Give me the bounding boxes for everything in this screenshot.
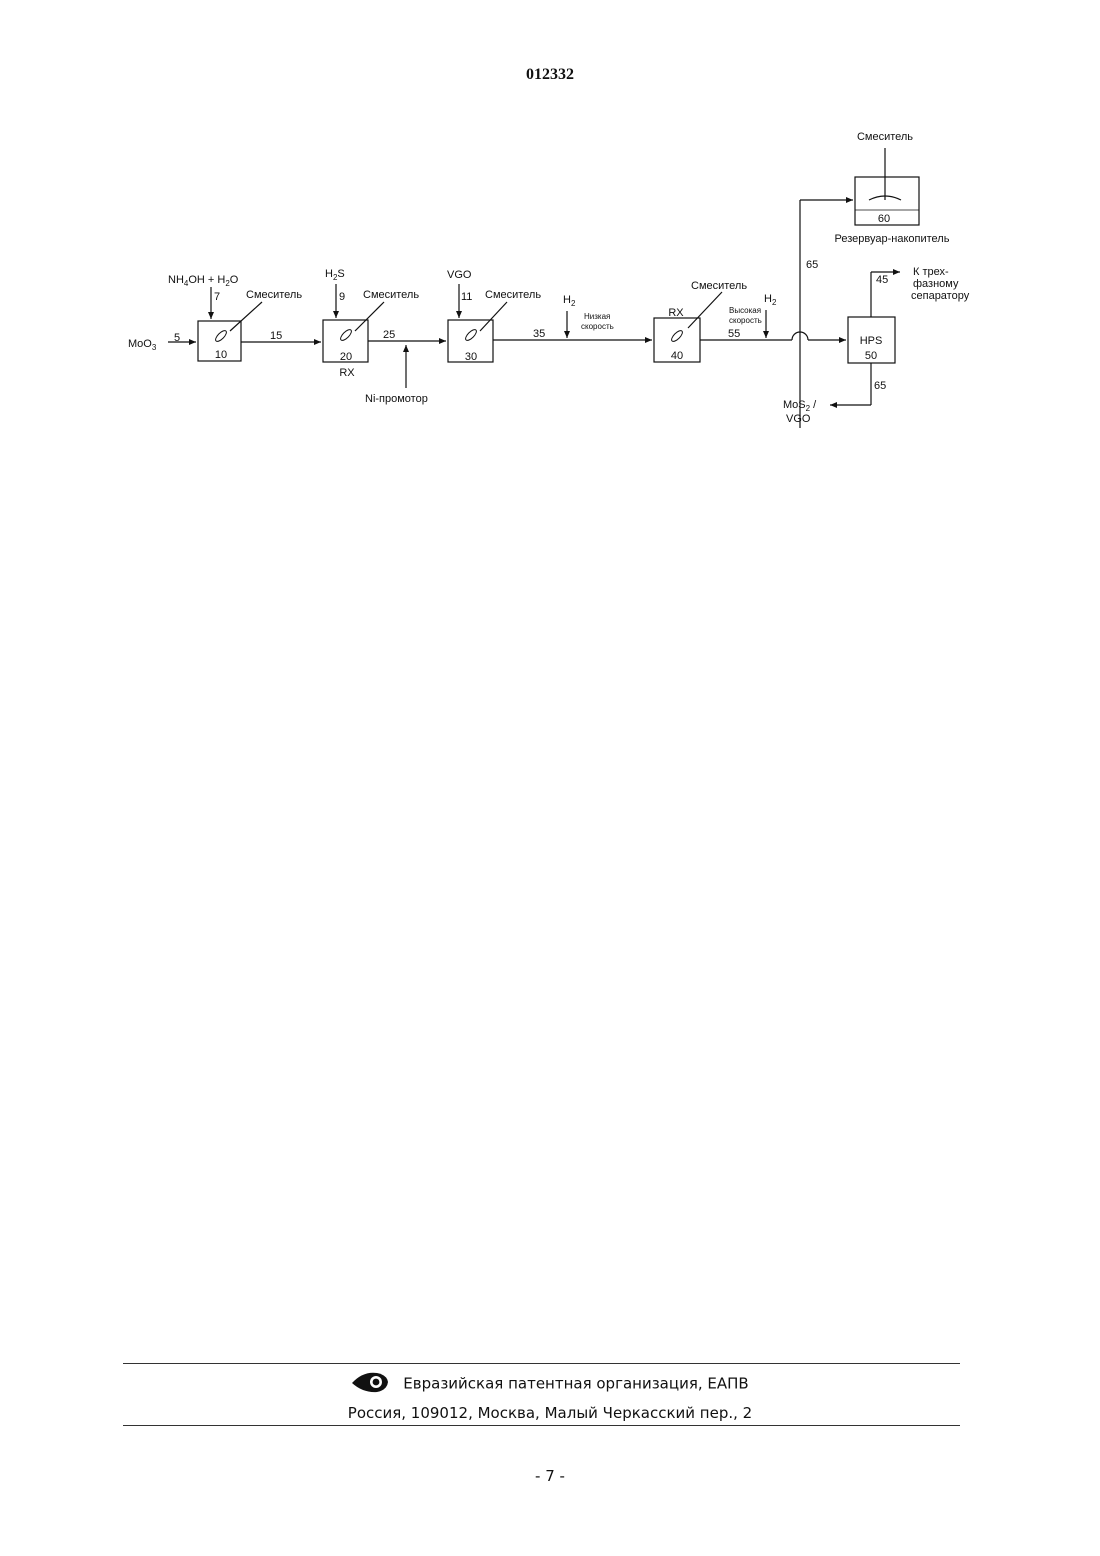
mixer-unit-30: 30 (448, 320, 493, 363)
stream-55: 55 (728, 328, 740, 340)
stream-15: 15 (270, 330, 282, 342)
rx-label-20: RX (339, 367, 355, 379)
h2-high-label: H2 (764, 293, 777, 307)
stream-25: 25 (383, 329, 395, 341)
impeller-icon (670, 329, 684, 343)
hps-label: HPS (860, 335, 883, 347)
reactor-unit-40: RX 40 (654, 307, 700, 362)
stream-11: 11 (461, 291, 472, 303)
impeller-icon (339, 328, 353, 342)
high-speed-label-2: скорость (729, 316, 762, 325)
mixer-label-30: Смеситель (485, 289, 541, 301)
vgo-input-label: VGO (447, 269, 472, 281)
mixer-label-60: Смеситель (857, 131, 913, 143)
page-number: - 7 - (0, 1467, 1100, 1485)
high-speed-label-1: Высокая (729, 306, 761, 315)
stream-35: 35 (533, 328, 545, 340)
process-flow-diagram: 10 20 RX 30 RX 40 HPS 50 60 (0, 110, 1100, 450)
document-number: 012332 (0, 66, 1100, 84)
mixer-label-20: Смеситель (363, 289, 419, 301)
impeller-icon (464, 328, 478, 342)
unit-number-60: 60 (878, 213, 890, 225)
stream-7: 7 (214, 291, 220, 303)
rx-label-40: RX (668, 307, 684, 319)
separator-label-2: фазному (913, 278, 959, 290)
unit-number-40: 40 (671, 350, 683, 362)
low-speed-label-1: Низкая (584, 312, 610, 321)
h2-low-label: H2 (563, 294, 576, 308)
mixer-label-10: Смеситель (246, 289, 302, 301)
footer-bottom-rule (123, 1425, 960, 1426)
unit-number-30: 30 (465, 351, 477, 363)
separator-label-3: сепаратору (911, 290, 970, 302)
vgo-output-label: VGO (786, 413, 811, 425)
organization-name: Евразийская патентная организация, ЕАПВ (403, 1375, 748, 1393)
mos2-vgo-label: MoS2 / (783, 399, 817, 413)
storage-tank-60: 60 Смеситель Резервуар-накопитель (835, 131, 950, 245)
unit-number-50: 50 (865, 350, 877, 362)
stream-45: 45 (876, 274, 888, 286)
separator-label-1: К трех- (913, 266, 949, 278)
reactor-unit-20: 20 RX (323, 320, 368, 379)
mixer-label-40: Смеситель (691, 280, 747, 292)
tank-label: Резервуар-накопитель (835, 233, 950, 245)
stream-9: 9 (339, 291, 345, 303)
stream-lines (168, 200, 900, 428)
stream-65-bottom: 65 (874, 380, 886, 392)
h2s-label: H2S (325, 268, 345, 282)
ni-promoter-label: Ni-промотор (365, 393, 428, 405)
footer-address: Россия, 109012, Москва, Малый Черкасский… (0, 1404, 1100, 1422)
moo3-label: MoO3 (128, 338, 157, 352)
eapo-logo-icon (351, 1371, 389, 1397)
footer-top-rule (123, 1363, 960, 1364)
unit-number-10: 10 (215, 349, 227, 361)
footer-organization: Евразийская патентная организация, ЕАПВ (0, 1371, 1100, 1397)
nh4oh-h2o-label: NH4OH + H2O (168, 274, 239, 288)
impeller-icon (214, 329, 228, 343)
stream-65-top: 65 (806, 259, 818, 271)
hps-unit-50: HPS 50 (848, 317, 895, 363)
low-speed-label-2: скорость (581, 322, 614, 331)
stream-5: 5 (174, 332, 180, 344)
unit-number-20: 20 (340, 351, 352, 363)
